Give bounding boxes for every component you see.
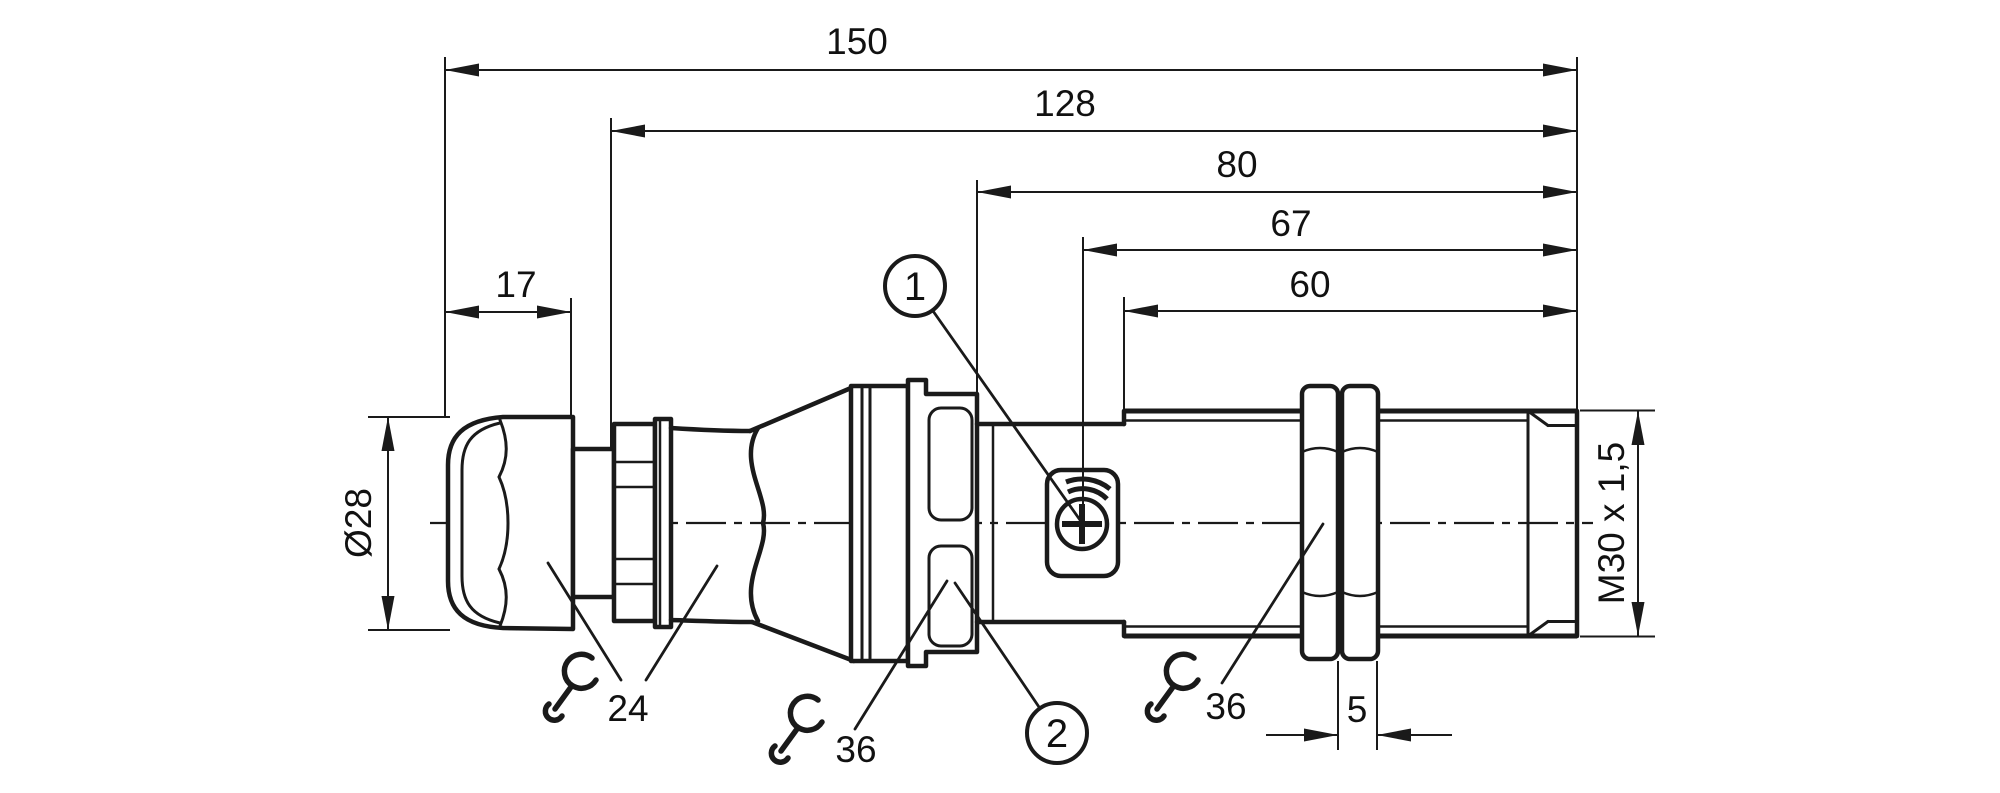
arrowhead — [1631, 411, 1645, 445]
potentiometer-arc-outer — [1065, 476, 1112, 491]
barrel-front-section — [974, 421, 1127, 625]
wrench-symbol-24: 24 — [545, 654, 649, 729]
dimension-m30: M30 x 1,5 — [1591, 410, 1645, 637]
dimension-dia28: Ø28 — [338, 417, 395, 630]
arrowhead — [1543, 243, 1577, 257]
wrench-icon — [1147, 654, 1198, 720]
adapter-hex-nut — [611, 421, 658, 624]
arrowhead — [381, 417, 395, 451]
boot-flare-bottom — [749, 619, 857, 664]
dim-5-label: 5 — [1347, 689, 1368, 730]
dimension-150: 150 — [445, 21, 1577, 77]
hex-housing — [848, 383, 911, 664]
wrench-icon — [771, 696, 822, 762]
potentiometer-arc-inner — [1066, 486, 1109, 501]
leader-wrench36-right — [1220, 522, 1325, 685]
hex-housing-outline — [848, 383, 911, 664]
arrowhead — [381, 596, 395, 630]
dim-dia28-label: Ø28 — [338, 488, 379, 558]
arrowhead — [445, 305, 479, 319]
callout-1-number: 1 — [904, 265, 926, 309]
potentiometer — [1044, 467, 1121, 579]
boot-flare-top — [747, 385, 854, 434]
arrowhead — [1543, 304, 1577, 318]
wrench-36-mid-label: 36 — [835, 729, 876, 770]
leader-wrench36-mid — [853, 579, 949, 731]
wrench-36-right-label: 36 — [1205, 686, 1246, 727]
arrowhead — [1631, 602, 1645, 636]
arrowhead — [445, 63, 479, 77]
arrowhead — [1543, 124, 1577, 138]
dimension-128: 128 — [611, 83, 1577, 138]
dim-150-label: 150 — [826, 21, 888, 62]
clamp-nut-outline — [905, 377, 980, 669]
clamp-nut — [905, 377, 980, 669]
cap-nut-hex-facets — [497, 418, 510, 628]
dim-67-label: 67 — [1270, 203, 1311, 244]
lock-nut-left — [1299, 383, 1341, 662]
adapter-facet-lines — [614, 460, 655, 586]
end-cap-chamfers — [1526, 409, 1550, 638]
arrowhead — [1543, 185, 1577, 199]
leader-wrench24-left — [546, 561, 623, 682]
cap-nut-inner-contour — [460, 421, 502, 625]
dim-128-label: 128 — [1034, 83, 1096, 124]
wrench-24-label: 24 — [607, 688, 648, 729]
leader-callout-1 — [931, 309, 1082, 522]
dim-m30-label: M30 x 1,5 — [1591, 442, 1632, 604]
boot-neck-top — [668, 425, 753, 434]
arrowhead — [977, 185, 1011, 199]
dim-80-label: 80 — [1216, 144, 1257, 185]
leader-callout-2 — [953, 581, 1041, 709]
arrowhead — [1377, 728, 1411, 742]
boot-neck-bottom — [668, 617, 755, 625]
hex-housing-edge-lines — [860, 384, 872, 663]
clamp-nut-lower-facet — [927, 544, 974, 648]
callout-1-circle — [883, 254, 947, 318]
arrowhead — [611, 124, 645, 138]
leader-lines — [546, 309, 1325, 731]
arrowhead — [1083, 243, 1117, 257]
dimension-5: 5 — [1266, 689, 1452, 742]
wrench-icon — [545, 654, 596, 720]
flange-ring — [652, 416, 674, 630]
boot-form-line — [748, 425, 767, 624]
dimension-67: 67 — [1083, 203, 1577, 257]
extension-lines — [368, 57, 1655, 750]
cap-nut-outline — [445, 414, 576, 632]
wrench-symbol-36-right: 36 — [1147, 654, 1247, 727]
callout-2-number: 2 — [1046, 712, 1068, 756]
sensor-body — [445, 377, 1580, 669]
dimension-80: 80 — [977, 144, 1577, 199]
flange-outline — [652, 416, 674, 630]
lock-nut-facet-lines — [1301, 446, 1379, 598]
arrowhead — [1543, 63, 1577, 77]
arrowhead — [1304, 728, 1338, 742]
lock-nut-right — [1339, 383, 1381, 662]
callout-1: 1 — [883, 254, 947, 318]
end-cap-face-lines — [1546, 424, 1579, 623]
leader-wrench24-right — [644, 564, 719, 682]
clamp-nut-upper-facet — [927, 406, 974, 522]
arrowhead — [1124, 304, 1158, 318]
callout-2-circle — [1025, 701, 1089, 765]
adapter-outline — [611, 421, 658, 624]
dimension-60: 60 — [1124, 264, 1577, 318]
boot-cone — [668, 385, 857, 664]
connector-cap-nut — [445, 414, 576, 632]
spacer-ring — [570, 446, 617, 600]
wrench-symbol-36-mid: 36 — [771, 696, 877, 770]
dim-17-label: 17 — [495, 264, 536, 305]
lock-nuts — [1299, 383, 1381, 662]
dimension-17: 17 — [445, 264, 571, 319]
dim-60-label: 60 — [1289, 264, 1330, 305]
arrowhead — [537, 305, 571, 319]
callout-2: 2 — [1025, 701, 1089, 765]
